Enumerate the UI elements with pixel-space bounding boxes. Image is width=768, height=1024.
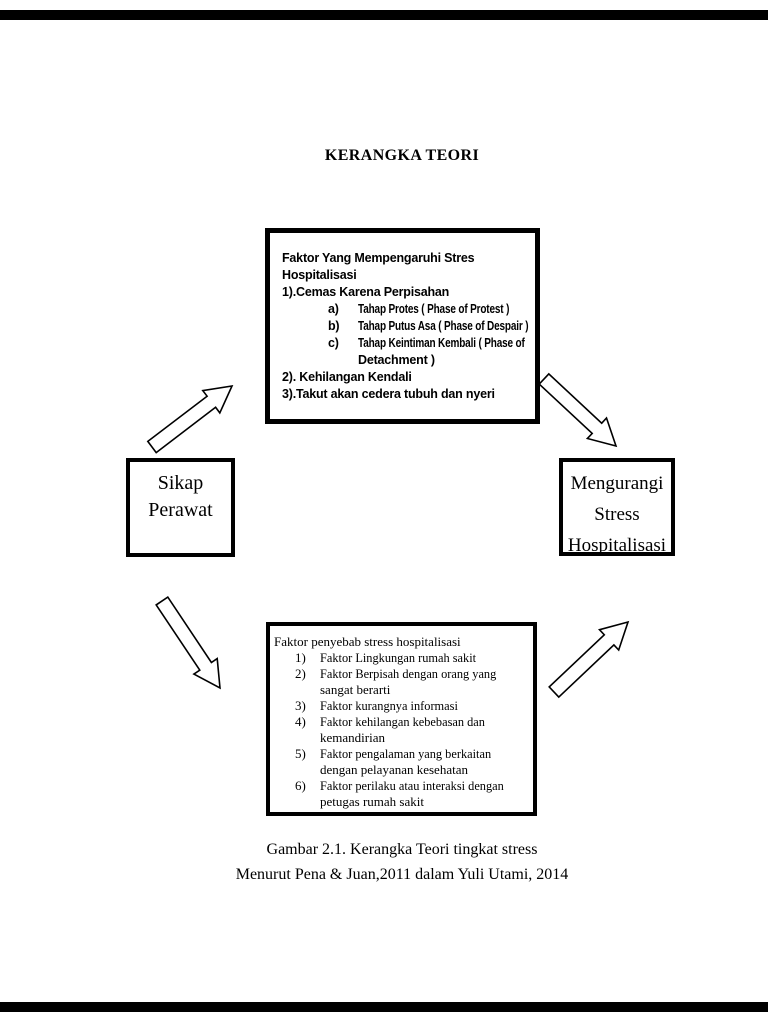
- figure-caption-line1: Gambar 2.1. Kerangka Teori tingkat stres…: [266, 841, 538, 858]
- list-item: 6)Faktor perilaku atau interaksi dengan: [295, 778, 504, 793]
- list-marker: a): [328, 302, 339, 316]
- list-marker: 3): [295, 698, 306, 713]
- mengurangi-stress-box: Mengurangi Stress Hospitalisasi: [559, 458, 675, 556]
- text-line: Faktor Yang Mempengaruhi Stres: [282, 251, 475, 265]
- list-item: 5)Faktor pengalaman yang berkaitan: [295, 746, 492, 761]
- page-top-edge-bar: [0, 10, 768, 20]
- list-marker: 4): [295, 714, 306, 729]
- text-line: 1).Cemas Karena Perpisahan: [282, 285, 450, 299]
- list-item: 1)Faktor Lingkungan rumah sakit: [295, 650, 477, 665]
- text-line: petugas rumah sakit: [320, 794, 424, 809]
- list-item: c)Tahap Keintiman Kembali ( Phase of: [328, 336, 525, 350]
- list-marker: 5): [295, 746, 306, 761]
- text-line: 2). Kehilangan Kendali: [282, 370, 412, 384]
- list-item: 2)Faktor Berpisah dengan orang yang: [295, 666, 497, 681]
- list-item: a)Tahap Protes ( Phase of Protest ): [328, 302, 510, 316]
- list-marker: b): [328, 319, 340, 333]
- figure-caption-line2: Menurut Pena & Juan,2011 dalam Yuli Utam…: [235, 866, 569, 883]
- arrow-top-to-right-icon: [538, 372, 618, 448]
- text-line: Detachment ): [358, 353, 435, 367]
- list-marker: 1): [295, 650, 306, 665]
- arrow-bottom-to-right-icon: [548, 620, 630, 699]
- list-item: b)Tahap Putus Asa ( Phase of Despair ): [328, 319, 529, 333]
- list-marker: 2): [295, 666, 306, 681]
- list-marker: c): [328, 336, 339, 350]
- text-line: Hospitalisasi: [567, 535, 667, 556]
- text-line: Stress: [594, 504, 640, 525]
- text-line: Sikap: [157, 472, 204, 494]
- text-line: kemandirian: [320, 730, 385, 745]
- sikap-perawat-box: Sikap Perawat: [126, 458, 235, 557]
- text-line: Perawat: [148, 499, 213, 521]
- text-line: 3).Takut akan cedera tubuh dan nyeri: [282, 387, 495, 401]
- list-item: 3)Faktor kurangnya informasi: [295, 698, 458, 713]
- list-marker: 6): [295, 778, 306, 793]
- text-line: Faktor penyebab stress hospitalisasi: [274, 634, 461, 649]
- list-item: 4)Faktor kehilangan kebebasan dan: [295, 714, 485, 729]
- page-bottom-edge-bar: [0, 1002, 768, 1012]
- stress-causes-box: Faktor penyebab stress hospitalisasi 1)F…: [266, 622, 537, 816]
- text-line: Mengurangi: [570, 473, 664, 494]
- text-line: sangat berarti: [320, 682, 391, 697]
- arrow-left-to-top-icon: [146, 384, 234, 454]
- arrow-left-to-bottom-icon: [155, 595, 221, 690]
- text-line: Hospitalisasi: [282, 268, 357, 282]
- stress-factors-box: Faktor Yang Mempengaruhi Stres Hospitali…: [265, 228, 540, 424]
- page-title: KERANGKA TEORI: [324, 147, 480, 164]
- text-line: dengan pelayanan kesehatan: [320, 762, 468, 777]
